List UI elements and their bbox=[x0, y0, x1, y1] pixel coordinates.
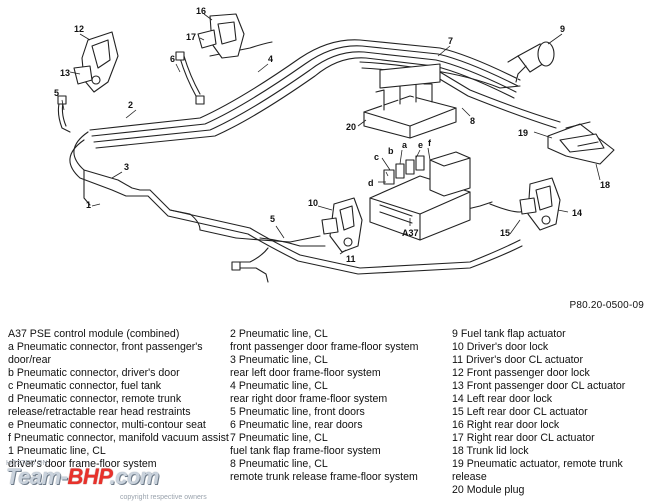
callout-11: 11 bbox=[346, 254, 356, 264]
logo-suffix: .com bbox=[109, 464, 160, 489]
pneumatic-line-loop-left bbox=[69, 131, 523, 275]
legend-item: 13 Front passenger door CL actuator bbox=[452, 380, 626, 392]
leader-lines bbox=[61, 13, 601, 255]
legend-item: 7 Pneumatic line, CL bbox=[230, 432, 328, 444]
callout-8: 8 bbox=[470, 116, 475, 126]
callout-b: b bbox=[388, 146, 394, 156]
pse-control-module bbox=[369, 151, 471, 241]
legend-item: fuel tank flap frame-floor system bbox=[230, 445, 381, 457]
legend-item: A37 PSE control module (combined) bbox=[8, 328, 180, 340]
callout-19: 19 bbox=[518, 128, 528, 138]
legend-item: 5 Pneumatic line, front doors bbox=[230, 406, 365, 418]
callout-18: 18 bbox=[600, 180, 610, 190]
legend-item: 2 Pneumatic line, CL bbox=[230, 328, 328, 340]
callout-7: 7 bbox=[448, 36, 453, 46]
legend-item: 12 Front passenger door lock bbox=[452, 367, 590, 379]
logo-brand: BHP bbox=[67, 464, 110, 489]
callout-14: 14 bbox=[572, 208, 582, 218]
callout-1: 1 bbox=[86, 200, 91, 210]
trunk-lid-lock bbox=[547, 121, 615, 165]
legend-item: 18 Trunk lid lock bbox=[452, 445, 529, 457]
legend-item: 19 Pneumatic actuator, remote trunk rele… bbox=[452, 458, 623, 483]
legend-item: rear left door frame-floor system bbox=[230, 367, 381, 379]
legend-column-3: 9 Fuel tank flap actuator 10 Driver's do… bbox=[452, 328, 648, 497]
fuel-tank-flap-actuator bbox=[507, 41, 555, 83]
right-rear-door-lock bbox=[197, 13, 245, 59]
legend-item: rear right door frame-floor system bbox=[230, 393, 388, 405]
callout-4: 4 bbox=[268, 54, 273, 64]
left-rear-door-lock bbox=[519, 177, 561, 231]
callout-15: 15 bbox=[500, 228, 510, 238]
diagram-reference-code: P80.20-0500-09 bbox=[569, 300, 644, 311]
legend-item: 20 Module plug bbox=[452, 484, 525, 496]
callout-17: 17 bbox=[186, 32, 196, 42]
legend-item: 15 Left rear door CL actuator bbox=[452, 406, 588, 418]
pneumatic-line-bundle-top bbox=[89, 39, 561, 149]
legend-item: 6 Pneumatic line, rear doors bbox=[230, 419, 363, 431]
callout-12: 12 bbox=[74, 24, 84, 34]
callout-6: 6 bbox=[170, 54, 175, 64]
callout-d: d bbox=[368, 178, 374, 188]
logo-prefix: Team- bbox=[6, 464, 68, 489]
callout-c: c bbox=[374, 152, 379, 162]
callout-e: e bbox=[418, 140, 423, 150]
callout-10: 10 bbox=[308, 198, 318, 208]
drivers-door-lock bbox=[321, 197, 363, 253]
pneumatic-system-diagram: 1 2 3 4 5 5 15 6 7 8 9 10 11 12 13 14 16… bbox=[54, 6, 615, 283]
legend-item: 16 Right rear door lock bbox=[452, 419, 560, 431]
legend-item: 4 Pneumatic line, CL bbox=[230, 380, 328, 392]
legend-item: 17 Right rear door CL actuator bbox=[452, 432, 595, 444]
legend-item: c Pneumatic connector, fuel tank bbox=[8, 380, 162, 392]
legend-item: e Pneumatic connector, multi-contour sea… bbox=[8, 419, 206, 431]
callout-13: 13 bbox=[60, 68, 70, 78]
callout-a37: A37 bbox=[402, 228, 419, 238]
team-bhp-watermark: HOSTED ON : Team-BHP.com copyright respe… bbox=[2, 458, 212, 502]
callout-5-left: 5 bbox=[54, 88, 59, 98]
legend-item: 10 Driver's door lock bbox=[452, 341, 549, 353]
legend-item: a Pneumatic connector, front passenger's… bbox=[8, 341, 203, 366]
callout-9: 9 bbox=[560, 24, 565, 34]
legend-item: 3 Pneumatic line, CL bbox=[230, 354, 328, 366]
team-bhp-logo: Team-BHP.com bbox=[6, 464, 159, 490]
watermark-hosted-on: HOSTED ON : bbox=[6, 460, 52, 467]
callout-labels: 1 2 3 4 5 5 15 6 7 8 9 10 11 12 13 14 16… bbox=[54, 6, 610, 264]
legend-item: 8 Pneumatic line, CL bbox=[230, 458, 328, 470]
callout-3: 3 bbox=[124, 162, 129, 172]
legend-item: b Pneumatic connector, driver's door bbox=[8, 367, 180, 379]
module-plug bbox=[363, 63, 457, 139]
legend-item: 11 Driver's door CL actuator bbox=[452, 354, 583, 366]
callout-f: f bbox=[428, 138, 432, 148]
legend-item: remote trunk release frame-floor system bbox=[230, 471, 418, 483]
line-connectors bbox=[57, 51, 241, 271]
callout-2: 2 bbox=[128, 100, 133, 110]
legend-item: 9 Fuel tank flap actuator bbox=[452, 328, 566, 340]
legend-item: 14 Left rear door lock bbox=[452, 393, 553, 405]
watermark-copyright: copyright respective owners bbox=[120, 494, 207, 501]
callout-16: 16 bbox=[196, 6, 206, 16]
legend-item: front passenger door frame-floor system bbox=[230, 341, 419, 353]
front-passenger-door-lock bbox=[73, 31, 119, 93]
legend-item: driver's door frame-floor system bbox=[8, 458, 157, 470]
callout-a: a bbox=[402, 140, 408, 150]
legend-item: 1 Pneumatic line, CL bbox=[8, 445, 106, 457]
legend-column-1: A37 PSE control module (combined) a Pneu… bbox=[8, 328, 230, 471]
legend-item: d Pneumatic connector, remote trunk rele… bbox=[8, 393, 191, 418]
legend-column-2: 2 Pneumatic line, CL front passenger doo… bbox=[230, 328, 452, 484]
callout-20: 20 bbox=[346, 122, 356, 132]
legend-item: f Pneumatic connector, manifold vacuum a… bbox=[8, 432, 229, 444]
callout-5-center: 5 bbox=[270, 214, 275, 224]
